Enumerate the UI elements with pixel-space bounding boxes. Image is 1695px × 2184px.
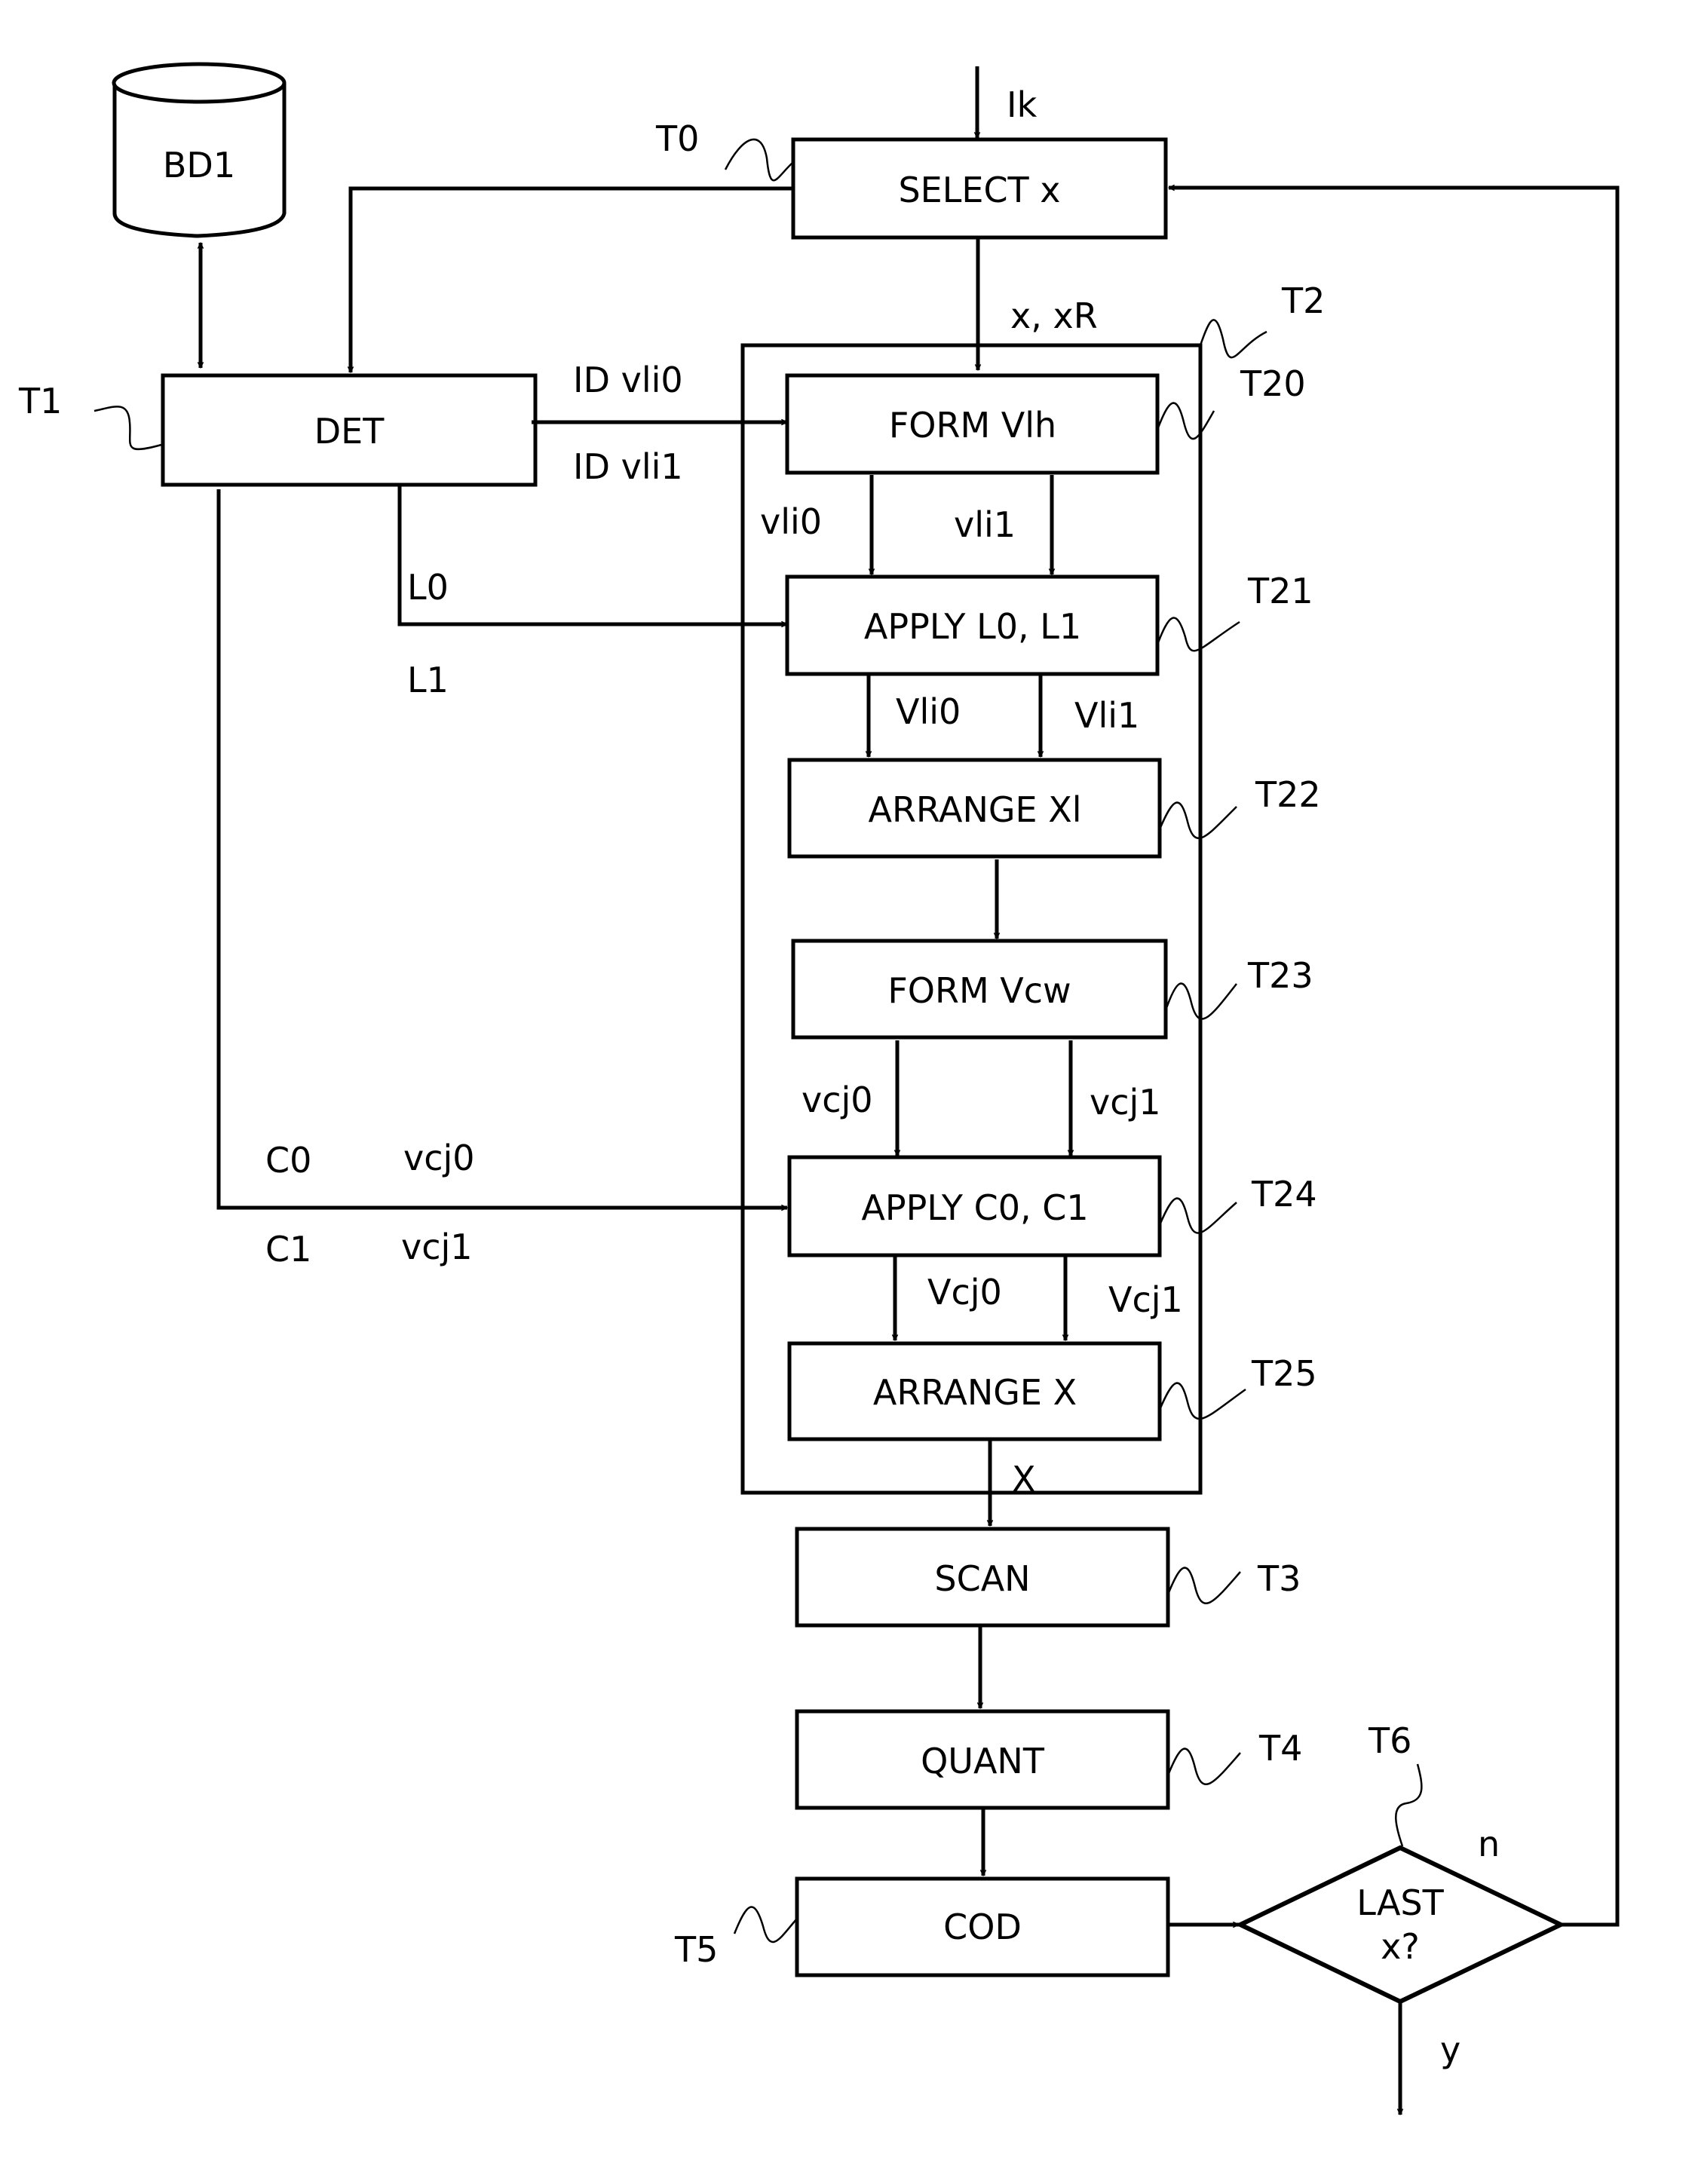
label-left-vcj0: vcj0 xyxy=(403,1138,475,1178)
ref-leader-t5 xyxy=(733,1906,798,1944)
ref-leader-t21 xyxy=(1156,617,1240,652)
ref-t0: T0 xyxy=(655,118,699,159)
label-c0: C0 xyxy=(265,1140,311,1181)
label-Vcj1: Vcj1 xyxy=(1108,1279,1183,1320)
ref-leader-t1 xyxy=(93,406,162,451)
ref-leader-t2 xyxy=(1199,319,1267,359)
det-applyc-arrow xyxy=(216,489,787,1208)
ref-t6: T6 xyxy=(1368,1720,1411,1761)
ref-leader-t20 xyxy=(1156,402,1215,440)
step-last-label-line1: LAST xyxy=(1356,1882,1444,1923)
ref-t20: T20 xyxy=(1240,363,1306,404)
label-Vli0: Vli0 xyxy=(896,691,961,732)
loop-back-arrow xyxy=(1169,188,1620,1927)
step-form-vlh: FORM Vlh xyxy=(785,373,1160,475)
database-bd1: BD1 xyxy=(112,62,287,238)
label-Vcj0: Vcj0 xyxy=(927,1272,1002,1313)
ref-t1: T1 xyxy=(18,381,62,421)
label-left-vcj1: vcj1 xyxy=(401,1227,473,1267)
ref-t4: T4 xyxy=(1258,1728,1302,1769)
ref-leader-t22 xyxy=(1158,801,1237,839)
ref-t3: T3 xyxy=(1257,1558,1301,1599)
step-cod: COD xyxy=(795,1876,1170,1977)
step-cod-label: COD xyxy=(943,1907,1022,1947)
label-x-xr: x, xR xyxy=(1010,296,1098,336)
ref-leader-t25 xyxy=(1158,1382,1246,1420)
step-form-vcw: FORM Vcw xyxy=(791,939,1168,1040)
step-arrange-xl-label: ARRANGE Xl xyxy=(868,789,1081,830)
label-yes: y xyxy=(1440,2029,1461,2070)
select-det-arrow xyxy=(351,186,793,372)
step-arrange-xl: ARRANGE Xl xyxy=(787,758,1162,859)
step-last-decision: LAST x? xyxy=(1235,1845,1566,2005)
step-quant: QUANT xyxy=(795,1709,1170,1810)
ref-leader-t24 xyxy=(1158,1197,1237,1234)
step-apply-l: APPLY L0, L1 xyxy=(785,574,1160,676)
step-arrange-x: ARRANGE X xyxy=(787,1341,1162,1441)
ref-t24: T24 xyxy=(1251,1174,1317,1215)
label-vcj0: vcj0 xyxy=(802,1080,873,1120)
label-id-vli0: ID vli0 xyxy=(573,360,683,400)
ref-leader-t0 xyxy=(724,138,794,182)
step-form-vlh-label: FORM Vlh xyxy=(889,405,1056,446)
ref-t25: T25 xyxy=(1251,1353,1317,1394)
label-vli1: vli1 xyxy=(954,504,1016,545)
step-apply-l-label: APPLY L0, L1 xyxy=(864,606,1081,647)
step-last-label-line2: x? xyxy=(1381,1926,1420,1967)
label-l0: L0 xyxy=(407,567,449,608)
label-vli0: vli0 xyxy=(760,501,822,542)
step-scan: SCAN xyxy=(795,1527,1170,1628)
input-label: Ik xyxy=(1007,84,1038,125)
step-apply-c-label: APPLY C0, C1 xyxy=(861,1187,1088,1228)
label-no: n xyxy=(1478,1824,1500,1864)
ref-t21: T21 xyxy=(1247,571,1313,611)
database-label: BD1 xyxy=(163,145,235,185)
ref-t22: T22 xyxy=(1255,774,1321,815)
ref-t2: T2 xyxy=(1281,280,1325,321)
label-vcj1: vcj1 xyxy=(1090,1082,1161,1123)
ref-t5: T5 xyxy=(674,1929,718,1970)
det-applyl-arrow xyxy=(397,485,787,624)
ref-leader-t3 xyxy=(1166,1567,1241,1604)
step-det: DET xyxy=(161,373,538,487)
label-id-vli1: ID vli1 xyxy=(573,446,683,487)
group-t2 xyxy=(740,343,1203,1495)
step-arrange-x-label: ARRANGE X xyxy=(873,1372,1077,1413)
step-select: SELECT x xyxy=(791,137,1168,240)
ref-leader-t6 xyxy=(1395,1763,1423,1847)
ref-leader-t23 xyxy=(1164,982,1237,1020)
ref-leader-t4 xyxy=(1166,1748,1241,1785)
step-det-label: DET xyxy=(314,411,385,452)
step-apply-c: APPLY C0, C1 xyxy=(787,1155,1162,1257)
label-l1: L1 xyxy=(407,660,449,700)
label-Vli1: Vli1 xyxy=(1074,695,1139,736)
step-scan-label: SCAN xyxy=(934,1558,1030,1599)
label-X: X xyxy=(1012,1459,1036,1499)
step-select-label: SELECT x xyxy=(898,170,1060,210)
label-c1: C1 xyxy=(265,1229,311,1270)
ref-t23: T23 xyxy=(1247,955,1313,996)
step-quant-label: QUANT xyxy=(921,1741,1045,1781)
step-form-vcw-label: FORM Vcw xyxy=(887,970,1071,1011)
